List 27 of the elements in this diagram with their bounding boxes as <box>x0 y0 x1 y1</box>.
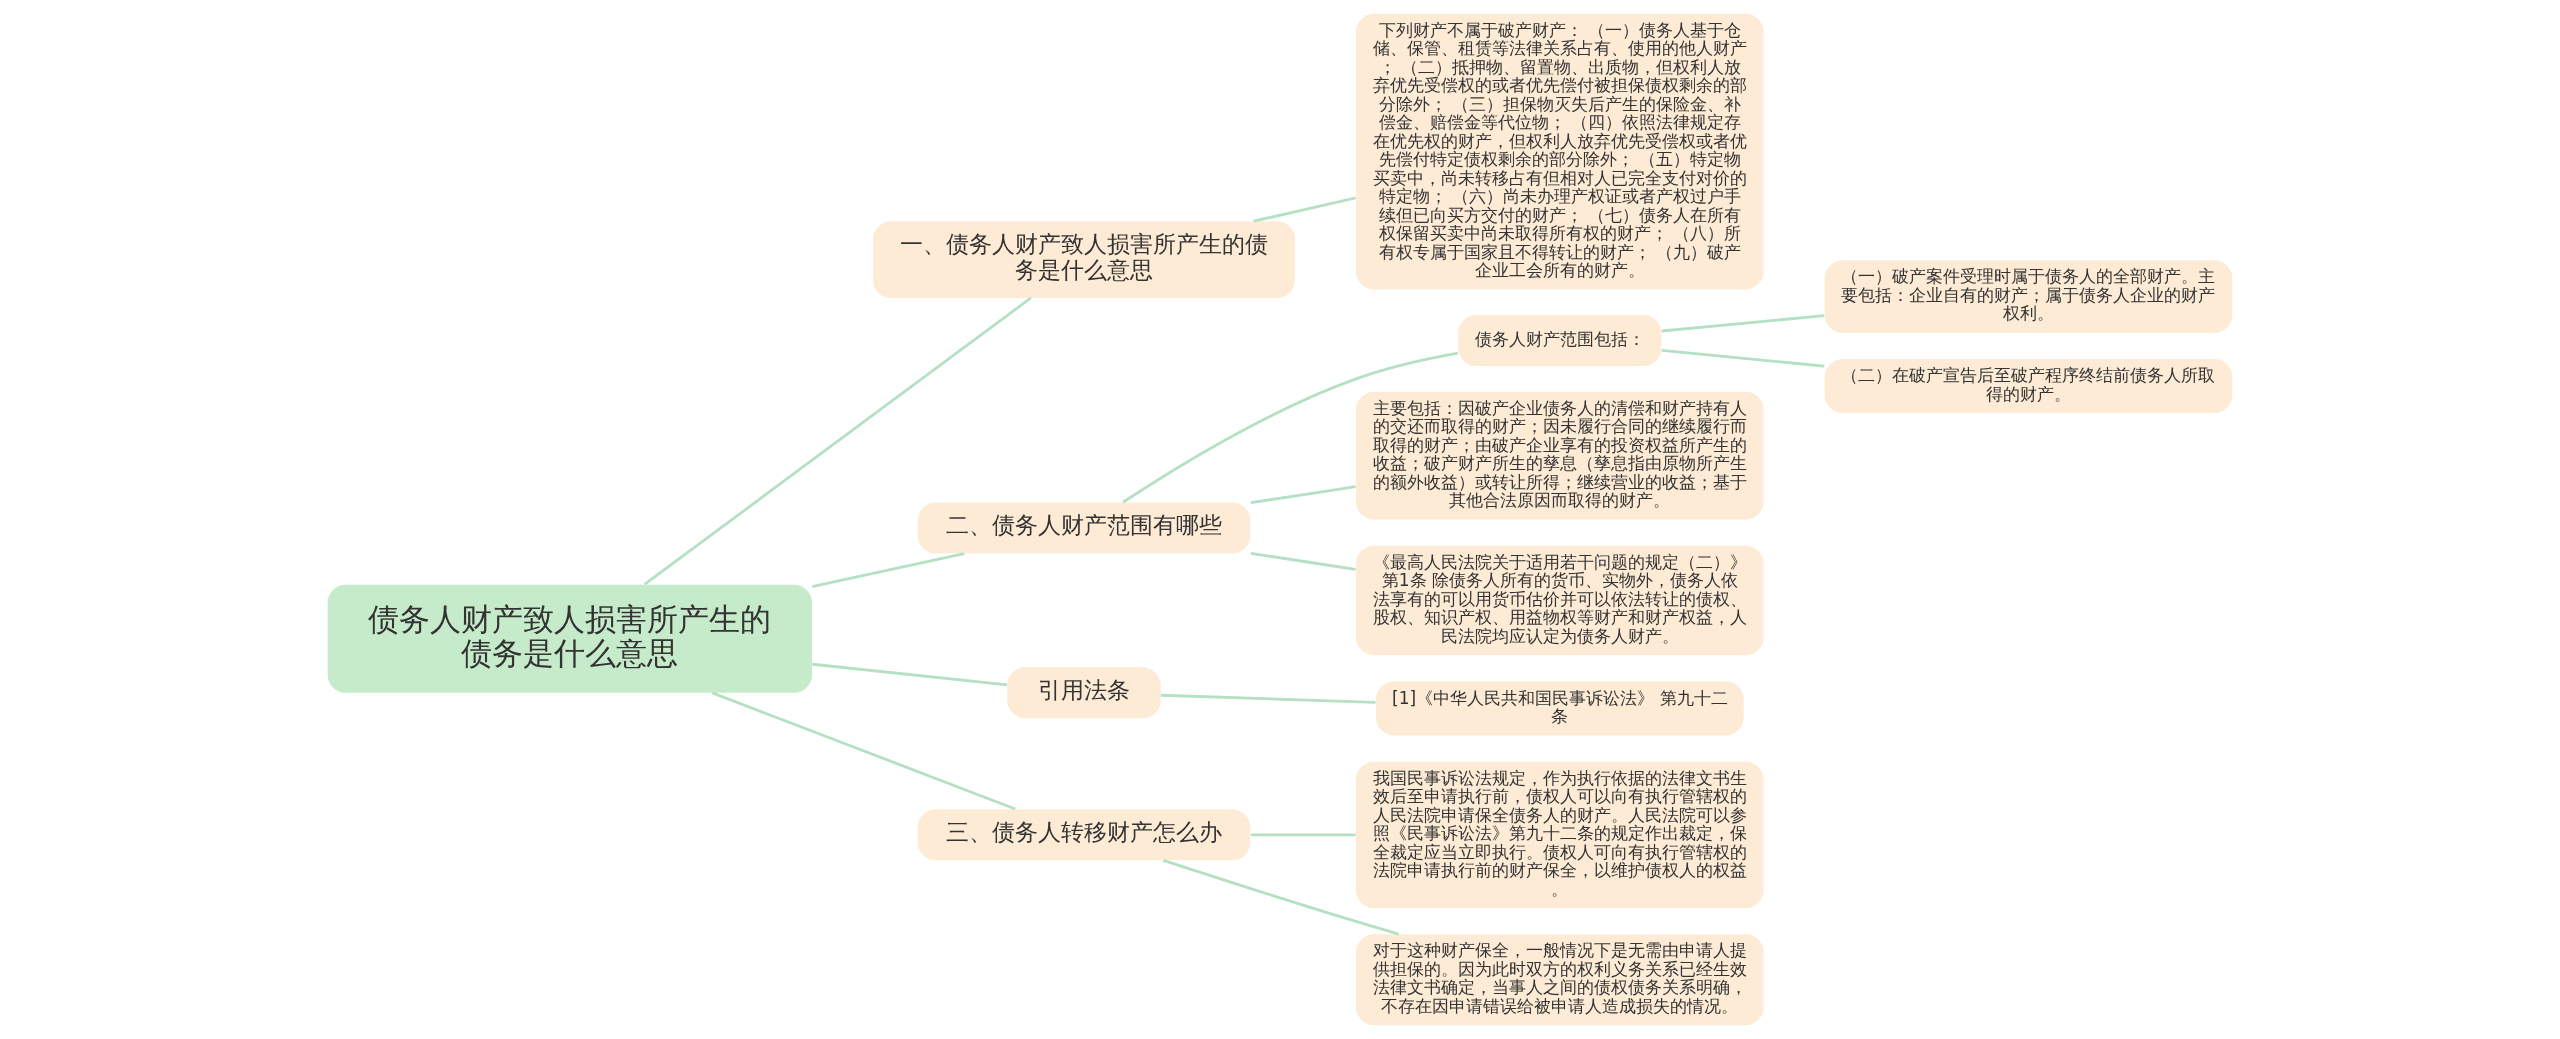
connector <box>1250 551 1356 571</box>
node-box: 下列财产不属于破产财产： （一）债务人基于仓储、保管、租赁等法律关系占有、使用的他人财产； （二）抵押物、留置物、出质物，但权利人放弃优先受偿权的或者优先偿付被担保债权剩余的部分除外； （三）担保物灭失后产生的保险金、补偿金、赔偿金等代位物； （四）依照法律规定存在优先权的财产，但权利人放弃优先受偿权或者优先偿付特定债权剩余的部分除外； （五）特定物买卖中，尚未转移占有但相对人已完全支付对价的特定物； （六）尚未办理产权证或者产权过户手续但已向买方交付的财产； （七）债务人在所有权保留买卖中尚未取得所有权的财产； （八）所有权专属于国家且不得转让的财产； （九）破产企业工会所有的财产。 <box>1356 13 1764 290</box>
node-box: 引用法条 <box>1007 667 1161 719</box>
connector <box>1253 196 1356 223</box>
connector <box>1160 693 1376 704</box>
connector <box>1661 348 1825 368</box>
connector <box>812 662 1008 687</box>
node-box: （二）在破产宣告后至破产程序终结前债务人所取得的财产。 <box>1824 359 2233 413</box>
connector <box>1661 314 1825 333</box>
connector <box>1250 833 1356 837</box>
node-box: [1]《中华人民共和国民事诉讼法》 第九十二条 <box>1375 681 1744 736</box>
connector <box>711 691 1016 811</box>
node-box: 对于这种财产保全，一般情况下是无需由申请人提供担保的。因为此时双方的权利义务关系已经生效法律文书确定，当事人之间的债权债务关系明确，不存在因申请错误给被申请人造成损失的情况。 <box>1356 934 1764 1026</box>
connector <box>1122 351 1459 504</box>
node-box: 债务人财产范围包括： <box>1458 315 1662 367</box>
node-box: 主要包括：因破产企业债务人的清偿和财产持有人的交还而取得的财产；因未履行合同的继续履行而取得的财产；由破产企业享有的投资权益所产生的收益；破产财产所生的孳息（孳息指由原物所产生的额外收益）或转让所得；继续营业的收益；基于其他合法原因而取得的财产。 <box>1356 391 1764 520</box>
node-box: 一、债务人财产致人损害所产生的债务是什么意思 <box>873 221 1295 298</box>
connector <box>1250 485 1356 505</box>
connector <box>812 552 965 588</box>
node-box: 我国民事诉讼法规定，作为执行依据的法律文书生效后至申请执行前，债权人可以向有执行管辖权的人民法院申请保全债务人的财产。人民法院可以参照《民事诉讼法》第九十二条的规定作出裁定，保全裁定应当立即执行。债权人可向有执行管辖权的法院申请执行前的财产保全，以维护债权人的权益。 <box>1356 761 1764 908</box>
connector <box>643 296 1032 586</box>
node-box: （一）破产案件受理时属于债务人的全部财产。主要包括：企业自有的财产；属于债务人企业的财产权利。 <box>1824 260 2233 333</box>
node-box: 二、债务人财产范围有哪些 <box>917 502 1251 554</box>
node-box: 《最高人民法院关于适用若干问题的规定（二）》第1条 除债务人所有的货币、实物外，债务人依法享有的可以用货币估价并可以依法转让的债权、股权、知识产权、用益物权等财产和财产权益，人民法院均应认定为债务人财产。 <box>1356 545 1764 656</box>
connector <box>1162 859 1399 936</box>
node-box: 三、债务人转移财产怎么办 <box>917 809 1251 861</box>
node-box: 债务人财产致人损害所产生的债务是什么意思 <box>327 584 812 693</box>
